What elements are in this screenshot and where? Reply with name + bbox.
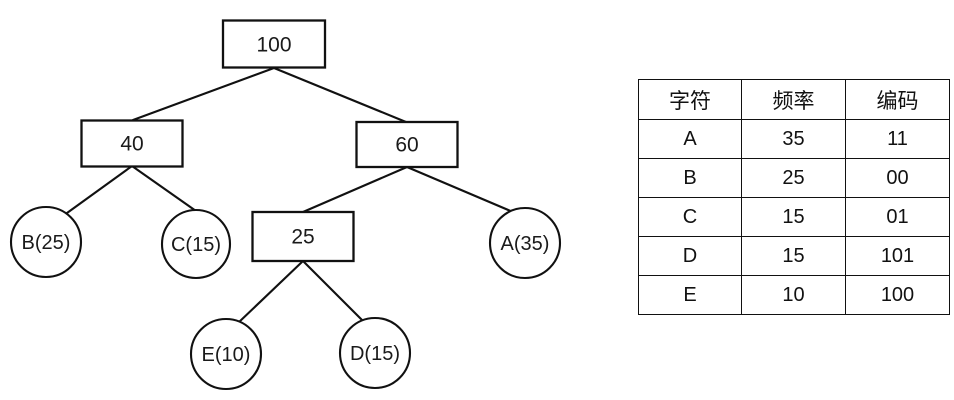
tree-leaf-nodes: B(25) C(15) A(35) E(10) D(15) [9,205,562,391]
edge-60-to-25 [301,165,409,214]
code-table-container: 字符 频率 编码 A 35 11 B 25 00 C 15 [638,79,950,315]
code-table-body: A 35 11 B 25 00 C 15 01 D 15 101 [638,119,950,315]
node-leaf-C-label: C(15) [171,234,221,256]
node-leaf-A-circle [488,206,562,280]
edge-root-to-60 [272,66,408,124]
table-row: B 25 00 [638,158,950,198]
node-leaf-C-circle [160,208,232,280]
column-header-frequency: 频率 [741,79,846,120]
cell-code: 01 [845,197,950,237]
node-60: 60 [355,120,459,169]
cell-code: 101 [845,236,950,276]
huffman-tree-diagram: 100 40 60 25 B(25) C(15) [9,19,562,391]
node-25: 25 [251,210,355,263]
node-leaf-E: E(10) [189,317,263,391]
cell-symbol: B [638,158,742,198]
table-row: C 15 01 [638,197,950,237]
node-leaf-E-label: E(10) [202,344,251,366]
edge-40-to-B [65,164,134,215]
node-leaf-A-label: A(35) [501,233,550,255]
cell-symbol: D [638,236,742,276]
node-leaf-B-circle [9,205,83,279]
node-25-label: 25 [291,226,314,249]
node-leaf-B: B(25) [9,205,83,279]
cell-code: 100 [845,275,950,315]
node-leaf-D-label: D(15) [350,343,400,365]
node-40-box [80,119,184,168]
node-40-label: 40 [120,133,143,156]
edge-25-to-E [236,259,305,325]
edge-25-to-D [301,259,366,324]
column-header-character: 字符 [638,79,742,120]
edge-root-to-40 [131,66,276,122]
table-row: A 35 11 [638,119,950,159]
node-leaf-B-label: B(25) [22,232,71,254]
table-row: E 10 100 [638,275,950,315]
cell-frequency: 10 [741,275,846,315]
node-leaf-A: A(35) [488,206,562,280]
node-60-label: 60 [395,134,418,157]
node-leaf-D-circle [338,316,412,390]
cell-code: 00 [845,158,950,198]
node-root: 100 [221,19,327,69]
node-60-box [355,120,459,169]
cell-symbol: A [638,119,742,159]
cell-frequency: 15 [741,197,846,237]
edge-60-to-A [405,165,522,217]
edge-40-to-C [130,164,198,213]
column-header-code: 编码 [845,79,950,120]
cell-frequency: 15 [741,236,846,276]
cell-symbol: E [638,275,742,315]
node-root-label: 100 [256,34,291,57]
node-25-box [251,210,355,263]
node-leaf-C: C(15) [160,208,232,280]
cell-symbol: C [638,197,742,237]
cell-frequency: 35 [741,119,846,159]
node-leaf-E-circle [189,317,263,391]
code-table-head: 字符 频率 编码 [638,79,950,120]
node-root-box [221,19,327,69]
tree-internal-nodes: 100 40 60 25 [80,19,459,263]
tree-edges [65,66,522,325]
code-table-header-row: 字符 频率 编码 [638,79,950,120]
cell-code: 11 [845,119,950,159]
table-row: D 15 101 [638,236,950,276]
cell-frequency: 25 [741,158,846,198]
node-40: 40 [80,119,184,168]
node-leaf-D: D(15) [338,316,412,390]
code-table: 字符 频率 编码 A 35 11 B 25 00 C 15 [638,79,950,315]
